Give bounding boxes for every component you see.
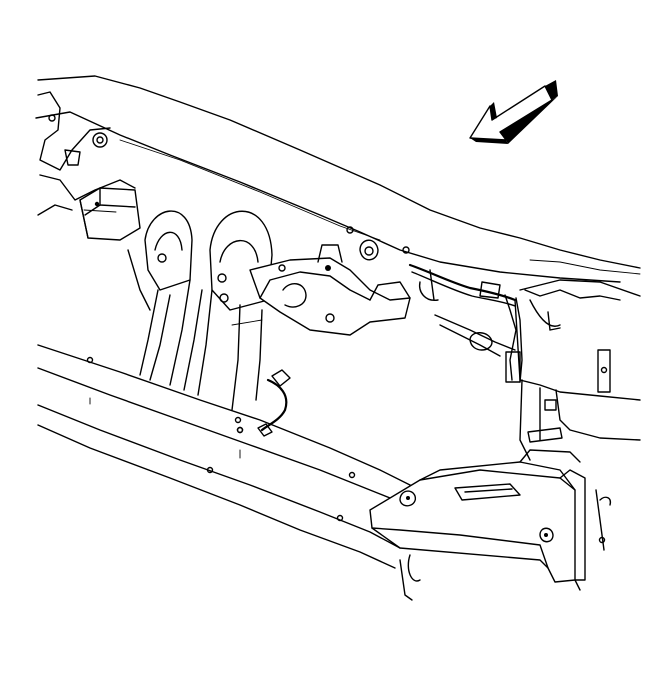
direction-arrow-icon: [469, 80, 558, 144]
center-struts: [127, 249, 263, 411]
left-upper-bracket: [37, 91, 141, 241]
right-mount-panel: [434, 279, 641, 461]
right-frame-rail: [369, 449, 612, 601]
wiring-harness: [408, 263, 523, 383]
lower-tie-bar: [37, 344, 451, 569]
horn-assembly: [144, 210, 273, 311]
upper-tie-bar: [35, 75, 641, 283]
harness-connector: [234, 369, 291, 437]
center-mount-bracket: [249, 226, 411, 336]
